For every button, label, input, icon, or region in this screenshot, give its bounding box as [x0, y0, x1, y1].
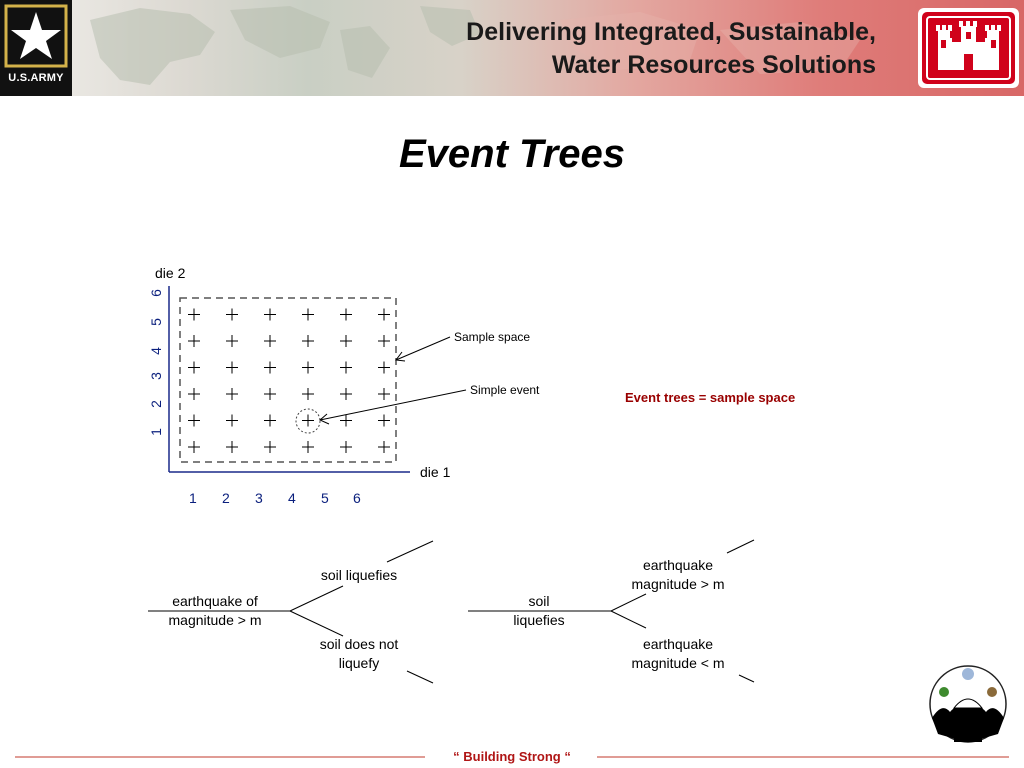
- sample-point: [188, 308, 200, 321]
- sample-point: [340, 308, 352, 321]
- y-tick: 5: [147, 318, 164, 326]
- sample-point: [302, 414, 314, 427]
- sample-point: [340, 388, 352, 400]
- y-tick: 1: [147, 428, 164, 436]
- sample-point: [378, 308, 390, 321]
- simple-event-circle: [295, 408, 321, 434]
- right-tree-root-label: soil liquefies: [494, 592, 584, 630]
- x-tick: 1: [189, 490, 197, 506]
- world-map-background: [90, 6, 860, 85]
- sample-point: [226, 441, 238, 453]
- right-tree-upper-end: [726, 539, 755, 554]
- y-tick: 4: [147, 347, 164, 355]
- x-tick: 6: [353, 490, 361, 506]
- sample-point: [340, 335, 352, 347]
- left-tree-upper-branch: [289, 585, 344, 612]
- x-tick: 5: [321, 490, 329, 506]
- header-banner: U.S.ARMY Delivering Integrated, Sustaina…: [0, 0, 1024, 96]
- right-tree-lower-label: earthquake magnitude < m: [618, 635, 738, 673]
- sample-point: [302, 441, 314, 453]
- y-tick: 2: [147, 400, 164, 408]
- footer-slogan: “ Building Strong “: [453, 749, 571, 764]
- sample-point: [264, 414, 276, 427]
- left-tree-lower-line1: soil does not: [319, 636, 399, 652]
- sample-point: [378, 335, 390, 347]
- sample-point: [340, 361, 352, 374]
- sample-point: [378, 414, 390, 427]
- right-tree-lower-line2: magnitude < m: [631, 655, 725, 671]
- sample-point: [188, 414, 200, 427]
- sample-point: [226, 361, 238, 374]
- right-event-tree: [468, 539, 755, 683]
- sample-point: [264, 361, 276, 374]
- sample-point: [378, 441, 390, 453]
- sample-point: [188, 335, 200, 347]
- right-tree-upper-branch: [610, 593, 647, 612]
- building-strong-people-icon: [929, 665, 1007, 743]
- army-logo: U.S.ARMY: [0, 0, 72, 96]
- left-tree-upper-label: soil liquefies: [320, 567, 398, 583]
- left-tree-lower-label: soil does not liquefy: [300, 635, 418, 673]
- sample-point: [264, 441, 276, 453]
- sample-point: [264, 308, 276, 321]
- sample-space-pointer: [395, 336, 451, 361]
- right-tree-root-line1: soil: [528, 593, 550, 609]
- sample-point: [188, 361, 200, 374]
- banner-title-line2: Water Resources Solutions: [551, 51, 876, 79]
- left-tree-upper-end: [386, 540, 434, 563]
- slide-title: Event Trees: [398, 132, 626, 176]
- sample-point: [264, 335, 276, 347]
- y-axis-label: die 2: [155, 265, 186, 281]
- sample-point: [302, 361, 314, 374]
- equation-text: Event trees = sample space: [625, 390, 796, 405]
- right-tree-upper-line2: magnitude > m: [631, 576, 725, 592]
- sample-point: [226, 335, 238, 347]
- left-tree-root-line1: earthquake of: [172, 593, 258, 609]
- left-tree-root-label: earthquake of magnitude > m: [150, 592, 280, 630]
- army-star-icon: [4, 4, 68, 68]
- corps-castle-icon: [922, 12, 1015, 84]
- sample-point: [226, 414, 238, 427]
- right-tree-upper-line1: earthquake: [642, 557, 714, 573]
- sample-point: [302, 388, 314, 400]
- right-tree-lower-branch: [610, 610, 647, 629]
- sample-point: [340, 441, 352, 453]
- y-tick: 6: [147, 289, 164, 297]
- army-logo-text: U.S.ARMY: [8, 72, 64, 84]
- right-tree-upper-label: earthquake magnitude > m: [618, 556, 738, 594]
- simple-event-pointer: [319, 389, 467, 421]
- banner-title-line1: Delivering Integrated, Sustainable,: [466, 18, 876, 46]
- sample-point: [302, 308, 314, 321]
- sample-point: [188, 388, 200, 400]
- x-tick: 4: [288, 490, 296, 506]
- sample-point: [188, 441, 200, 453]
- corps-castle-logo: [918, 8, 1019, 88]
- sample-point: [378, 361, 390, 374]
- x-tick: 3: [255, 490, 263, 506]
- right-tree-lower-line1: earthquake: [642, 636, 714, 652]
- banner-title: Delivering Integrated, Sustainable, Wate…: [466, 16, 876, 82]
- sample-point: [226, 388, 238, 400]
- right-tree-root-line2: liquefies: [513, 612, 565, 628]
- sample-point: [264, 388, 276, 400]
- sample-space-label: Sample space: [454, 330, 531, 344]
- left-tree-lower-end: [406, 670, 434, 684]
- left-tree-root-line2: magnitude > m: [168, 612, 262, 628]
- right-tree-lower-end: [738, 674, 755, 683]
- plus-grid: [188, 308, 390, 453]
- sample-space-box: [179, 297, 397, 463]
- left-tree-lower-line2: liquefy: [338, 655, 380, 671]
- sample-point: [378, 388, 390, 400]
- x-axis-label: die 1: [420, 464, 451, 480]
- simple-event-label: Simple event: [470, 383, 540, 397]
- left-tree-lower-branch: [289, 610, 344, 637]
- y-tick: 3: [147, 372, 164, 380]
- sample-point: [302, 335, 314, 347]
- sample-point: [226, 308, 238, 321]
- x-tick: 2: [222, 490, 230, 506]
- left-event-tree: [148, 540, 434, 684]
- sample-point: [340, 414, 352, 427]
